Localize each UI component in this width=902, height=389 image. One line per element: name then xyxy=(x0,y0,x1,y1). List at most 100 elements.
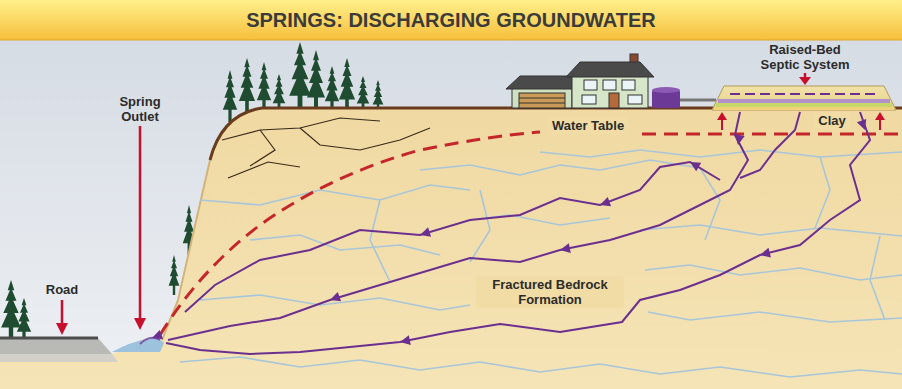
trees-part xyxy=(17,298,31,342)
part-label: Water Table xyxy=(548,117,628,134)
flow-arrowheads-part xyxy=(419,227,431,239)
trees-part xyxy=(273,74,286,112)
trees-part xyxy=(1,280,21,342)
bedrock-fractures-part xyxy=(250,235,440,255)
trees-part xyxy=(289,42,311,112)
groundwater-flow xyxy=(166,112,870,354)
trees-part xyxy=(169,255,180,295)
house-part xyxy=(506,76,578,89)
house-part xyxy=(622,80,635,90)
part-label: Road xyxy=(46,282,79,297)
water-table-line-part xyxy=(642,133,902,136)
callout-arrows-part xyxy=(139,126,142,320)
flow-arrowheads-part xyxy=(559,243,571,255)
title-band-part xyxy=(0,40,902,41)
house-part xyxy=(572,76,648,108)
bedrock-fractures-part xyxy=(645,265,902,280)
septic-tank xyxy=(652,87,716,108)
septic-tank-part xyxy=(680,99,716,102)
flow-arrowheads-part xyxy=(150,330,163,343)
house-part xyxy=(609,93,619,108)
bedrock-fractures-part xyxy=(870,236,885,320)
house-part xyxy=(566,62,654,77)
title-band xyxy=(0,0,902,40)
flow-arrowheads-part xyxy=(759,248,771,260)
raised-bed-septic-part xyxy=(716,103,892,107)
raised-bed-septic-part xyxy=(730,93,878,95)
spring-water-part xyxy=(112,338,164,352)
flow-arrowheads-part xyxy=(598,197,611,210)
bedrock-fractures xyxy=(180,150,902,377)
raised-bed-septic-part xyxy=(712,86,896,110)
trees-part xyxy=(325,66,339,112)
title-band: SPRINGS: DISCHARGING GROUNDWATER xyxy=(0,0,902,40)
water-table-line xyxy=(160,132,902,335)
surface-cracks-part xyxy=(228,162,300,178)
house-part xyxy=(512,88,572,108)
sky-part xyxy=(0,40,902,389)
house-part xyxy=(603,80,616,90)
spring-water xyxy=(112,338,164,352)
ground-part xyxy=(0,108,902,389)
house-part xyxy=(584,80,597,90)
road-part xyxy=(0,354,118,362)
trees-part xyxy=(339,58,355,112)
trees-part xyxy=(257,62,271,112)
part-label: Fractured Bedrock Formation xyxy=(476,276,624,308)
groundwater-flow-part xyxy=(185,162,720,312)
bedrock-fractures-part xyxy=(370,200,390,282)
road xyxy=(0,338,118,362)
bedrock-fractures-part xyxy=(640,225,902,236)
bedrock-fractures-part xyxy=(200,185,470,205)
trees-part xyxy=(307,50,325,112)
groundwater-flow-part xyxy=(166,112,870,354)
flow-arrowheads-part xyxy=(857,119,870,132)
part-label: Clay xyxy=(814,112,849,129)
bedrock-fractures-part xyxy=(815,157,830,228)
road-part xyxy=(0,338,112,354)
raised-bed-septic-part xyxy=(718,99,890,103)
title: SPRINGS: DISCHARGING GROUNDWATER xyxy=(246,9,656,32)
groundwater-flow-part xyxy=(740,112,800,178)
part-label: Raised-Bed Septic System xyxy=(753,42,857,72)
callout-arrows-part xyxy=(56,323,68,335)
bedrock-fractures-part xyxy=(420,160,700,175)
trees-part xyxy=(239,58,255,114)
house xyxy=(506,54,654,108)
ground xyxy=(0,108,902,389)
callout-arrows-part xyxy=(134,318,146,330)
part-label: Spring Outlet xyxy=(108,94,172,124)
spring-water-part xyxy=(140,338,160,344)
trees-part xyxy=(223,70,237,122)
house-part xyxy=(519,98,565,99)
bedrock-fractures-part xyxy=(540,150,902,157)
callout-arrows-part xyxy=(875,112,885,120)
house-part xyxy=(628,95,642,104)
surface-cracks-part xyxy=(250,130,275,166)
sky xyxy=(0,40,902,389)
house-part xyxy=(582,95,596,104)
flow-arrowheads-part xyxy=(733,134,745,146)
raised-bed-septic xyxy=(712,86,896,110)
bedrock-fractures-part xyxy=(180,357,902,377)
callout-arrows-part xyxy=(799,77,811,85)
raised-bed-septic-part xyxy=(714,107,894,110)
callout-arrows-part xyxy=(717,112,727,120)
bedrock-fractures-part xyxy=(470,215,610,225)
callout-arrows xyxy=(56,73,885,335)
house-part xyxy=(519,93,565,108)
groundwater-flow-part xyxy=(168,112,748,340)
septic-tank-part xyxy=(652,87,680,93)
ground-part xyxy=(162,160,210,340)
flow-arrowheads-part xyxy=(328,292,341,305)
surface-cracks-part xyxy=(300,128,430,150)
flow-arrowheads xyxy=(150,119,869,347)
flow-arrowheads-part xyxy=(399,335,411,347)
bedrock-fractures-part xyxy=(470,190,490,262)
callout-arrows-part xyxy=(61,300,64,325)
flow-arrowheads-part xyxy=(688,158,702,172)
house-part xyxy=(519,103,565,104)
bedrock-fractures-part xyxy=(648,312,902,322)
surface-cracks xyxy=(222,118,430,178)
